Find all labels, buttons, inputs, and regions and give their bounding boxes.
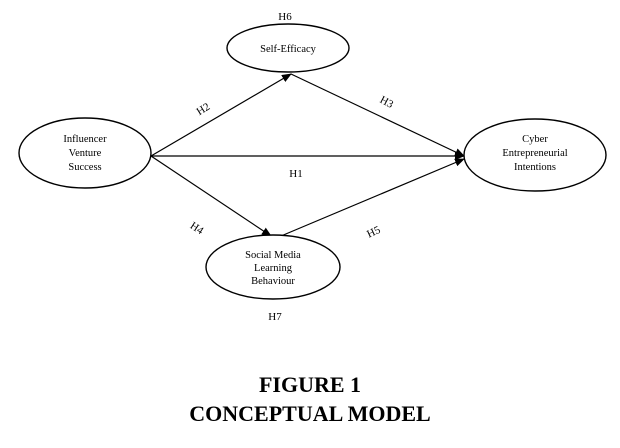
- edge-h2: [150, 73, 292, 157]
- node-social-media-label-line-1: Social Media: [245, 250, 301, 261]
- label-h7: H7: [268, 311, 282, 323]
- label-h3: H3: [378, 94, 396, 111]
- label-h6: H6: [278, 11, 292, 23]
- edge-h5: [280, 158, 465, 237]
- node-influencer-label-line-1: Influencer: [63, 134, 107, 145]
- node-cyber-label-line-1: Cyber: [522, 134, 548, 145]
- node-social-media-label-line-3: Behaviour: [251, 276, 295, 287]
- node-self-efficacy: Self-Efficacy: [226, 23, 350, 73]
- node-self-efficacy-label: Self-Efficacy: [260, 44, 317, 55]
- label-h1: H1: [289, 168, 302, 180]
- node-social-media-learning-behaviour: Social Media Learning Behaviour: [205, 234, 341, 300]
- node-influencer-label-line-2: Venture: [69, 148, 102, 159]
- node-influencer-venture-success: Influencer Venture Success: [18, 117, 152, 189]
- node-cyber-label-line-2: Entrepreneurial: [502, 148, 567, 159]
- label-h5: H5: [365, 224, 383, 241]
- label-h4: H4: [188, 220, 206, 238]
- figure-title: CONCEPTUAL MODEL: [189, 401, 431, 426]
- node-influencer-label-line-3: Success: [68, 162, 101, 173]
- node-cyber-label-line-3: Intentions: [514, 162, 556, 173]
- edge-h4: [150, 155, 272, 237]
- node-social-media-label-line-2: Learning: [254, 263, 293, 274]
- label-h2: H2: [195, 101, 213, 118]
- edge-h3: [290, 73, 465, 157]
- figure-number: FIGURE 1: [258, 372, 362, 397]
- node-cyber-entrepreneurial-intentions: Cyber Entrepreneurial Intentions: [463, 118, 607, 192]
